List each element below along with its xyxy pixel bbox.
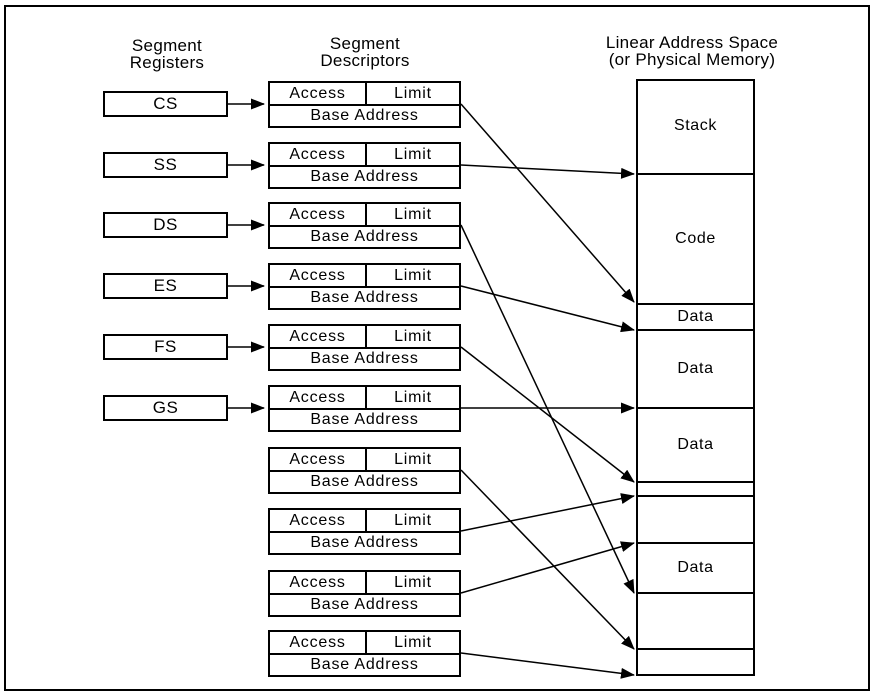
base-address-cell: Base Address (310, 107, 419, 124)
memory-segment-label-code: Code (675, 230, 716, 247)
memory-segment-label-stack: Stack (673, 117, 717, 134)
memory-heading-line2: (or Physical Memory) (608, 50, 776, 69)
access-cell: Access (270, 632, 367, 653)
base-address-cell: Base Address (310, 596, 419, 613)
limit-cell: Limit (394, 84, 432, 102)
access-cell: Access (270, 387, 367, 408)
access-cell: Access (270, 265, 367, 286)
register-label-ds: DS (153, 215, 178, 234)
memory-divider-7 (636, 542, 755, 544)
limit-cell: Limit (394, 573, 432, 591)
descriptor-table-2: Access Limit Base Address (268, 142, 461, 189)
register-box-ss: SS (103, 152, 228, 178)
memory-divider-9 (636, 648, 755, 650)
memory-column-heading: Linear Address Space (or Physical Memory… (590, 34, 794, 68)
descriptor-table-9: Access Limit Base Address (268, 570, 461, 617)
limit-cell: Limit (394, 450, 432, 468)
limit-cell: Limit (394, 388, 432, 406)
base-address-cell: Base Address (310, 473, 419, 490)
register-label-gs: GS (152, 398, 179, 417)
registers-heading-line1: Segment (131, 36, 203, 55)
base-address-cell: Base Address (310, 228, 419, 245)
descriptor-table-6: Access Limit Base Address (268, 385, 461, 432)
base-address-cell: Base Address (310, 289, 419, 306)
descriptor-table-3: Access Limit Base Address (268, 202, 461, 249)
access-cell: Access (270, 326, 367, 347)
descriptor-table-8: Access Limit Base Address (268, 508, 461, 555)
memory-divider-6 (636, 495, 755, 497)
memory-segment-label-data-3: Data (677, 436, 714, 453)
memory-heading-line1: Linear Address Space (605, 33, 779, 52)
memory-divider-2 (636, 303, 755, 305)
access-cell: Access (270, 83, 367, 104)
base-address-cell: Base Address (310, 168, 419, 185)
limit-cell: Limit (394, 266, 432, 284)
descriptors-column-heading: Segment Descriptors (285, 35, 445, 69)
memory-divider-1 (636, 173, 755, 175)
register-label-fs: FS (154, 337, 177, 356)
memory-divider-4 (636, 407, 755, 409)
access-cell: Access (270, 572, 367, 593)
access-cell: Access (270, 204, 367, 225)
descriptors-heading-line1: Segment (329, 34, 401, 53)
figure-border (4, 5, 870, 691)
register-label-ss: SS (153, 155, 178, 174)
access-cell: Access (270, 144, 367, 165)
limit-cell: Limit (394, 511, 432, 529)
memory-segment-label-data-1: Data (677, 308, 714, 325)
descriptor-table-7: Access Limit Base Address (268, 447, 461, 494)
access-cell: Access (270, 449, 367, 470)
registers-heading-line2: Registers (129, 53, 205, 72)
limit-cell: Limit (394, 633, 432, 651)
descriptor-table-5: Access Limit Base Address (268, 324, 461, 371)
register-label-es: ES (153, 276, 178, 295)
memory-divider-5 (636, 481, 755, 483)
register-box-ds: DS (103, 212, 228, 238)
base-address-cell: Base Address (310, 350, 419, 367)
descriptors-heading-line2: Descriptors (320, 51, 410, 70)
descriptor-table-1: Access Limit Base Address (268, 81, 461, 128)
register-label-cs: CS (153, 94, 178, 113)
base-address-cell: Base Address (310, 534, 419, 551)
memory-segment-label-data-4: Data (677, 559, 714, 576)
register-box-gs: GS (103, 395, 228, 421)
memory-divider-8 (636, 592, 755, 594)
descriptor-table-10: Access Limit Base Address (268, 630, 461, 677)
memory-divider-3 (636, 329, 755, 331)
memory-box (636, 79, 755, 676)
limit-cell: Limit (394, 327, 432, 345)
access-cell: Access (270, 510, 367, 531)
memory-segment-label-data-2: Data (677, 360, 714, 377)
descriptor-table-4: Access Limit Base Address (268, 263, 461, 310)
base-address-cell: Base Address (310, 656, 419, 673)
base-address-cell: Base Address (310, 411, 419, 428)
registers-column-heading: Segment Registers (87, 37, 247, 71)
register-box-es: ES (103, 273, 228, 299)
register-box-cs: CS (103, 91, 228, 117)
limit-cell: Limit (394, 145, 432, 163)
register-box-fs: FS (103, 334, 228, 360)
limit-cell: Limit (394, 205, 432, 223)
